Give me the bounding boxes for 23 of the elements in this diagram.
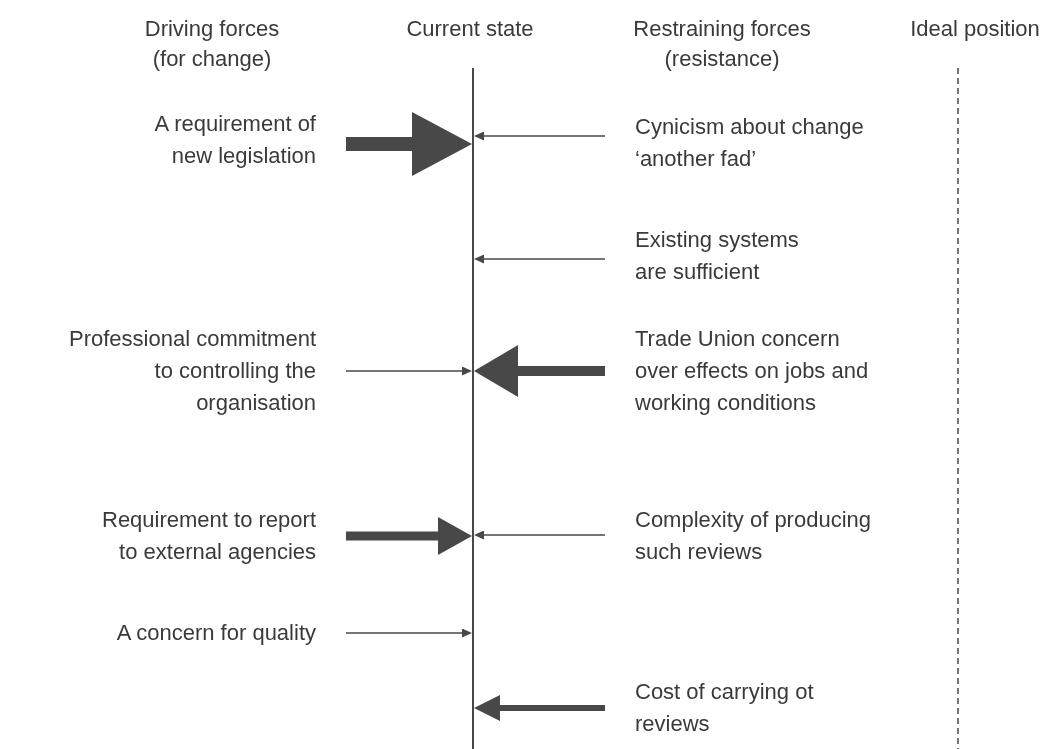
force-arrow <box>345 628 472 638</box>
column-heading: Restraining forces (resistance) <box>632 15 812 73</box>
force-arrow <box>346 112 472 176</box>
force-text: Cynicism about change ‘another fad’ <box>635 113 865 173</box>
force-arrow <box>474 530 606 540</box>
force-text: A concern for quality <box>115 619 316 647</box>
force-arrow <box>345 366 472 376</box>
force-arrow <box>474 345 605 397</box>
force-arrow <box>474 695 605 721</box>
column-heading: Ideal position <box>909 15 1041 43</box>
force-arrow <box>474 131 606 141</box>
column-heading: Current state <box>405 15 535 43</box>
force-text: Cost of carrying ot reviews <box>635 678 815 738</box>
force-arrow <box>346 517 472 555</box>
column-heading: Driving forces (for change) <box>143 15 281 73</box>
force-text: Trade Union concern over effects on jobs and working conditions <box>635 325 870 417</box>
force-text: Existing systems are sufficient <box>635 226 800 286</box>
force-text: A requirement of new legislation <box>153 110 316 170</box>
force-arrow <box>474 254 606 264</box>
force-text: Requirement to report to external agencies <box>101 506 316 566</box>
force-text: Complexity of producing such reviews <box>635 506 872 566</box>
current-state-line <box>472 68 474 749</box>
force-text: Professional commitment to controlling the organisation <box>68 325 316 417</box>
